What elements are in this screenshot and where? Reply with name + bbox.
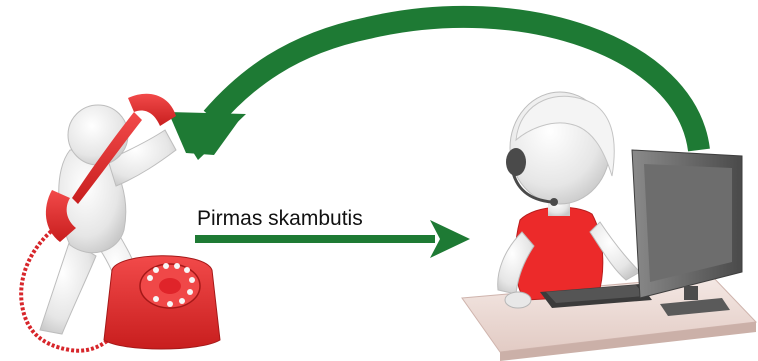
forward-arrow-shaft <box>195 235 435 243</box>
keyboard-icon <box>540 284 652 308</box>
rotary-telephone-icon <box>103 255 221 350</box>
handset-icon <box>45 93 176 242</box>
operator-hair <box>515 95 615 177</box>
phone-cord <box>19 226 120 353</box>
forward-arrow-head <box>430 220 470 258</box>
computer-monitor-icon <box>631 149 743 316</box>
headset-icon <box>506 148 558 206</box>
operator-arm-left <box>497 231 535 295</box>
mouse-icon <box>504 291 532 309</box>
arrow-label-first-call: Pirmas skambutis <box>197 207 363 230</box>
caller-leg-back <box>39 239 97 335</box>
caller-arm <box>107 129 177 187</box>
telephone-dial-holes <box>147 263 195 307</box>
operator-figure-icon <box>497 91 641 301</box>
forward-arrow <box>195 220 470 258</box>
return-arrow-head-tip <box>168 112 246 160</box>
return-arrow <box>168 5 710 160</box>
return-arrow-shaft <box>203 5 710 152</box>
